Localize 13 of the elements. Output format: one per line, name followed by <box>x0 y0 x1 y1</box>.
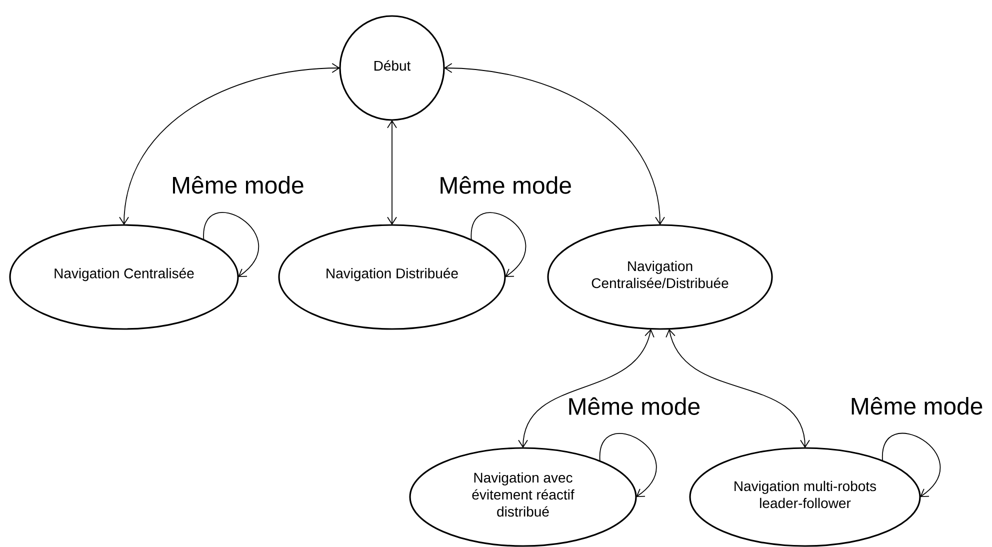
edge-label: Même mode <box>170 174 306 195</box>
arrow <box>518 328 654 448</box>
loop-arrow <box>600 433 657 497</box>
arrow <box>444 63 665 225</box>
loop-arrow <box>882 432 941 497</box>
arrow <box>119 63 340 225</box>
edge-label: Même mode <box>848 396 984 416</box>
edge-label: Même mode <box>438 175 574 195</box>
arrow <box>387 120 397 225</box>
edge-label: Même mode <box>566 396 702 416</box>
loop-arrow <box>470 212 526 277</box>
loop-arrow <box>203 212 259 277</box>
arrow <box>666 328 810 448</box>
